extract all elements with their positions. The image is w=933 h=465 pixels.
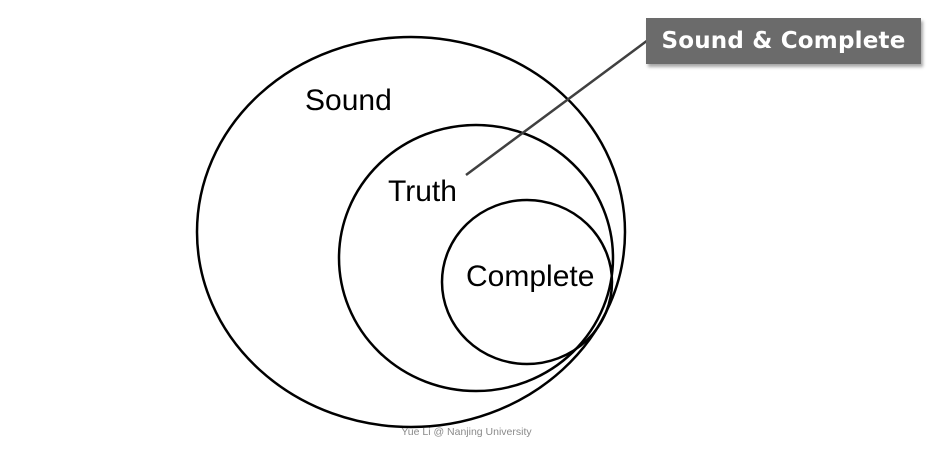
sound-and-complete-callout: Sound & Complete	[646, 18, 921, 64]
sound-set-label: Sound	[305, 84, 392, 117]
truth-set-label: Truth	[388, 175, 457, 208]
callout-label: Sound & Complete	[661, 28, 906, 54]
complete-set-label: Complete	[466, 260, 594, 293]
complete-set-circle	[440, 198, 614, 366]
footer-credit: Yue Li @ Nanjing University	[401, 426, 532, 438]
truth-set-circle	[337, 123, 615, 393]
callout-connector-line	[465, 38, 649, 177]
sound-set-circle	[195, 35, 627, 429]
